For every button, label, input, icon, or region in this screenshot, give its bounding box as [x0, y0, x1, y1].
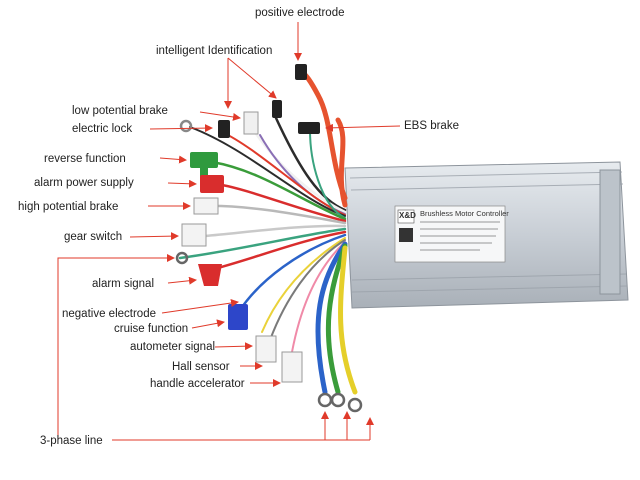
label-negative-electrode: negative electrode — [62, 308, 156, 320]
label-intelligent-identification: intelligent Identification — [156, 45, 273, 57]
label-reverse-function: reverse function — [44, 153, 126, 165]
controller-housing — [344, 161, 629, 309]
label-high-potential-brake: high potential brake — [18, 201, 119, 213]
label-positive-electrode: positive electrode — [255, 7, 345, 19]
label-low-potential-brake: low potential brake — [72, 105, 168, 117]
label-gear-switch: gear switch — [64, 231, 123, 243]
label-cruise-function: cruise function — [114, 323, 189, 335]
label-hall-sensor: Hall sensor — [172, 361, 230, 373]
label-alarm-power-supply: alarm power supply — [34, 177, 134, 189]
controller-brand: X&D — [399, 211, 416, 220]
leader-lines — [57, 22, 401, 441]
controller-title: Brushless Motor Controller — [420, 209, 509, 218]
label-3-phase-line: 3-phase line — [40, 435, 103, 447]
label-handle-accelerator: handle accelerator — [150, 378, 245, 390]
connectors — [175, 64, 363, 413]
label-ebs-brake: EBS brake — [404, 120, 459, 132]
label-alarm-signal: alarm signal — [92, 278, 154, 290]
label-electric-lock: electric lock — [72, 123, 133, 135]
label-autometer-signal: autometer signal — [130, 341, 216, 353]
